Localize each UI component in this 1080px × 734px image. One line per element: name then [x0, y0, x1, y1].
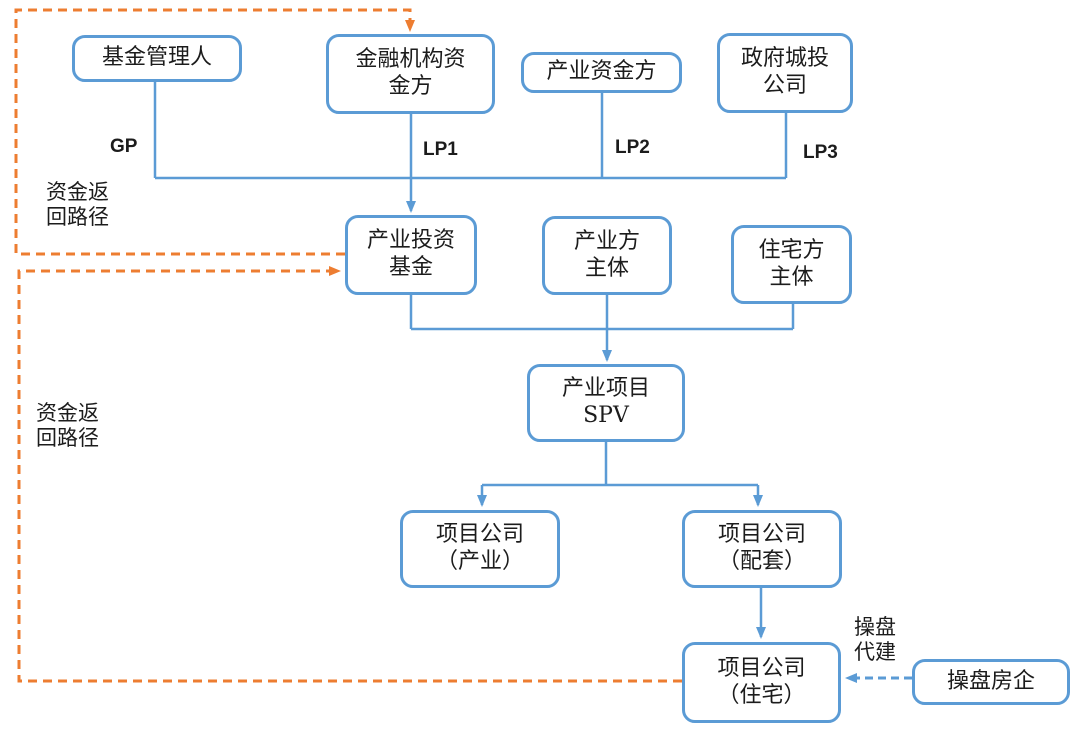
node-industry-capital-lp: 产业资金方: [521, 52, 682, 93]
label-return-path-upper: 资金返 回路径: [46, 180, 109, 230]
node-industry-project-spv: 产业项目 SPV: [527, 364, 685, 442]
node-industry-investment-fund: 产业投资 基金: [345, 215, 477, 295]
node-project-company-industry: 项目公司 （产业）: [400, 510, 560, 588]
node-project-company-residential: 项目公司 （住宅）: [682, 642, 841, 723]
node-operating-developer: 操盘房企: [912, 659, 1070, 705]
node-financial-institution-lp: 金融机构资 金方: [326, 34, 495, 114]
label-return-path-lower: 资金返 回路径: [36, 401, 99, 451]
node-industry-entity: 产业方 主体: [542, 216, 672, 295]
label-operate-and-build: 操盘 代建: [854, 615, 896, 665]
edge-label-lp2: LP2: [615, 137, 650, 158]
edge-label-gp: GP: [110, 136, 138, 157]
return-path-fund-to-lp1: [14, 8, 415, 256]
edge-label-lp3: LP3: [803, 142, 838, 163]
node-government-urban-investment-lp: 政府城投 公司: [717, 33, 853, 113]
node-residential-entity: 住宅方 主体: [731, 225, 852, 304]
node-project-company-supporting: 项目公司 （配套）: [682, 510, 842, 588]
return-path-residential-to-fund: [17, 266, 682, 683]
edge-label-lp1: LP1: [423, 139, 458, 160]
node-fund-manager: 基金管理人: [72, 35, 242, 82]
